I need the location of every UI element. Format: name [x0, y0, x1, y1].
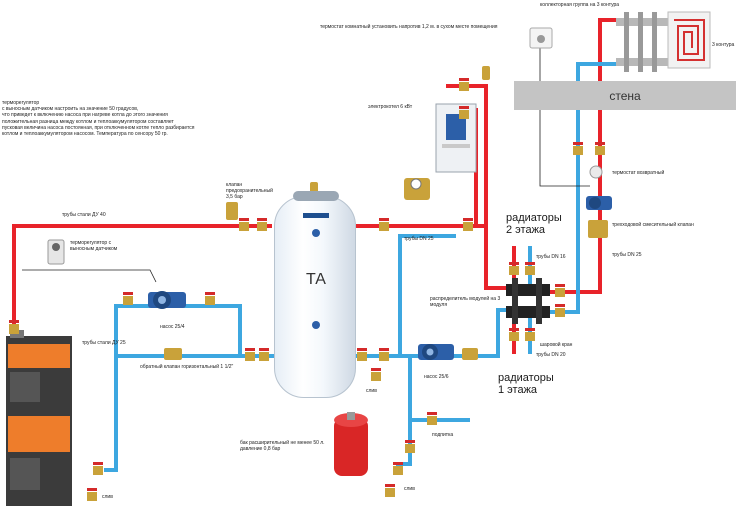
- pipe-du40-label: трубы стали ДУ 40: [62, 212, 106, 218]
- electric-heater: [435, 103, 477, 173]
- feed-label: подпитка: [432, 432, 454, 438]
- valve-23: [427, 412, 437, 425]
- pump-left: [148, 291, 186, 309]
- drain-left-label: слив: [102, 494, 113, 500]
- pipe-dn25-center-label: трубы DN 25: [404, 236, 434, 242]
- boiler: [6, 330, 72, 506]
- valve-20: [595, 142, 605, 155]
- valve-27: [87, 488, 97, 501]
- three-circuits-label: 3 контура: [712, 42, 735, 48]
- note-line: терморегулятор: [2, 100, 40, 106]
- controller-note: терморегулятор с выносным датчиком настр…: [2, 100, 302, 137]
- note-line: положительная разница между котлом и теп…: [2, 118, 174, 125]
- thermostatic-actuator: [47, 239, 65, 265]
- mixing-valve-body: [588, 220, 608, 238]
- tank-logo: [303, 213, 329, 218]
- pump-right: [586, 196, 612, 210]
- manifold-block: [506, 278, 550, 324]
- pipe-dn25-right-label: трубы DN 25: [612, 252, 642, 258]
- pump-25-4-label: насос 25/4: [160, 324, 185, 330]
- valve-12: [379, 218, 389, 231]
- valve-9: [379, 348, 389, 361]
- mixing-valve-label: трехходовой смесительный клапан: [612, 222, 694, 228]
- valve-28: [385, 484, 395, 497]
- valve-25: [93, 462, 103, 475]
- floor-coil: [667, 11, 711, 69]
- valve-7: [259, 348, 269, 361]
- check-valve-label: обратный клапан горизонтальный 1 1/2": [140, 364, 234, 370]
- valves: [9, 78, 605, 501]
- tank-cap: [293, 191, 339, 201]
- pipe-center-riser: [398, 234, 456, 356]
- note-line: что приведет к включению насоса при нагр…: [2, 112, 168, 119]
- safety-valve-label: клапан предохранительный 3,5 бар: [226, 182, 273, 200]
- valve-1: [9, 320, 19, 334]
- pressure-gauge: [410, 178, 422, 190]
- note-line: пусковая величина насоса постоянная, при…: [2, 124, 195, 131]
- pipe-loop-pump: [114, 306, 272, 358]
- expansion-tank-label: бак расширительный не менее 50 л. давлен…: [240, 440, 325, 452]
- return-thermostat-label: термостат возвратный: [612, 170, 665, 176]
- manifold-top-label: коллекторная группа на 3 контура: [540, 2, 620, 8]
- buffer-tank: ТА: [274, 191, 356, 398]
- pipe-dn20-label: трубы DN 20: [536, 352, 566, 358]
- valve-21: [573, 142, 583, 155]
- valve-18: [555, 284, 565, 297]
- wall-label: стена: [609, 89, 641, 103]
- valve-19: [555, 304, 565, 317]
- valve-3: [257, 218, 267, 231]
- room-thermostat: [529, 27, 553, 49]
- valve-26: [371, 368, 381, 381]
- room-thermostat-label: термостат комнатный установить напротив …: [320, 24, 498, 30]
- valve-17: [525, 328, 535, 341]
- expansion-tank: [334, 412, 368, 476]
- pipe-dn16-label: трубы DN 16: [536, 254, 566, 260]
- pipe-du25-left-label: трубы стали ДУ 25: [82, 340, 126, 346]
- note-line: котлом и теплоаккумулятором насосом. Тем…: [2, 131, 168, 138]
- radiators-2-label: радиаторы 2 этажа: [506, 212, 562, 236]
- valve-16: [509, 328, 519, 341]
- floor-manifold: [616, 12, 672, 72]
- pipe-boiler-to-tank: [12, 224, 272, 330]
- valve-2: [239, 218, 249, 231]
- thermostatic-valve-label: терморегулятор с выносным датчиком: [70, 240, 118, 252]
- return-thermostat-dial: [589, 165, 603, 179]
- manifold-3-label: распределитель модулей на 3 модуля: [430, 296, 501, 308]
- valve-11: [459, 78, 469, 91]
- valve-6: [245, 348, 255, 361]
- valve-24: [393, 462, 403, 475]
- pump-center: [418, 344, 454, 360]
- valve-8: [357, 348, 367, 361]
- center-check-valve: [462, 348, 478, 360]
- wall: стена: [514, 81, 736, 110]
- pipe-right-riser: [548, 18, 624, 294]
- valve-15: [525, 262, 535, 275]
- valve-22: [405, 440, 415, 453]
- drain-center-label: слив: [366, 388, 377, 394]
- valve-13: [463, 218, 473, 231]
- note-line: с выносным датчиком настроить на значени…: [2, 106, 139, 113]
- air-vent-top: [482, 66, 490, 80]
- valve-5: [205, 292, 215, 305]
- pipe-to-manifold: [484, 226, 510, 290]
- radiators-1-label: радиаторы 1 этажа: [498, 372, 554, 396]
- check-valve-body: [164, 348, 182, 360]
- pump-25-6-label: насос 25/6: [424, 374, 449, 380]
- tank-label: ТА: [306, 271, 326, 288]
- safety-valve-left: [226, 202, 238, 220]
- valve-14: [509, 262, 519, 275]
- tank-ports: [312, 229, 320, 329]
- ball-valve-label: шаровой кран: [540, 342, 573, 348]
- electric-boiler-label: электрокотел 6 кВт: [368, 104, 413, 110]
- drain-bottom-label: слив: [404, 486, 415, 492]
- valve-10: [459, 106, 469, 119]
- valve-4: [123, 292, 133, 305]
